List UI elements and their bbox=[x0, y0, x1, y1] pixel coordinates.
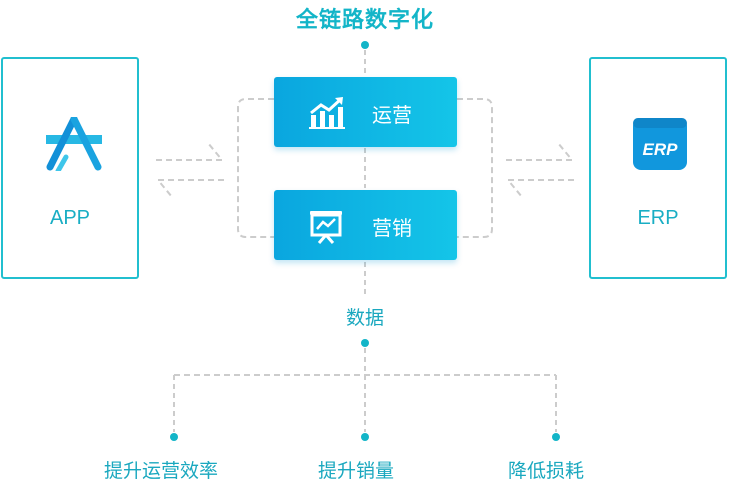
module-marketing-label: 营销 bbox=[372, 216, 412, 240]
module-operations[interactable]: 运营 bbox=[274, 77, 457, 147]
left-bracket bbox=[237, 98, 274, 238]
data-label: 数据 bbox=[345, 307, 384, 329]
app-system-box: APP bbox=[1, 57, 139, 279]
presentation-board-icon bbox=[310, 211, 342, 244]
left-arrows bbox=[155, 142, 225, 198]
outcome-dot-3 bbox=[552, 433, 560, 441]
erp-system-box: ERP ERP bbox=[589, 57, 727, 279]
outcome-efficiency: 提升运营效率 bbox=[104, 460, 219, 482]
data-dot bbox=[361, 339, 369, 347]
outcome-loss-reduction: 降低损耗 bbox=[508, 460, 585, 482]
outcome-sales: 提升销量 bbox=[318, 460, 395, 482]
module-marketing[interactable]: 营销 bbox=[274, 190, 457, 260]
growth-chart-icon bbox=[309, 97, 345, 129]
outcome-dot-2 bbox=[361, 433, 369, 441]
right-bracket bbox=[457, 98, 493, 238]
app-store-icon bbox=[46, 117, 102, 171]
title-dot bbox=[361, 41, 369, 49]
app-label: APP bbox=[49, 207, 91, 229]
outcome-dot-1 bbox=[170, 433, 178, 441]
erp-box-icon: ERP bbox=[633, 118, 687, 170]
erp-label: ERP bbox=[637, 207, 679, 229]
right-arrows bbox=[505, 142, 575, 198]
module-operations-label: 运营 bbox=[372, 103, 412, 127]
diagram-title: 全链路数字化 bbox=[295, 8, 434, 33]
erp-icon-text: ERP bbox=[643, 140, 679, 159]
